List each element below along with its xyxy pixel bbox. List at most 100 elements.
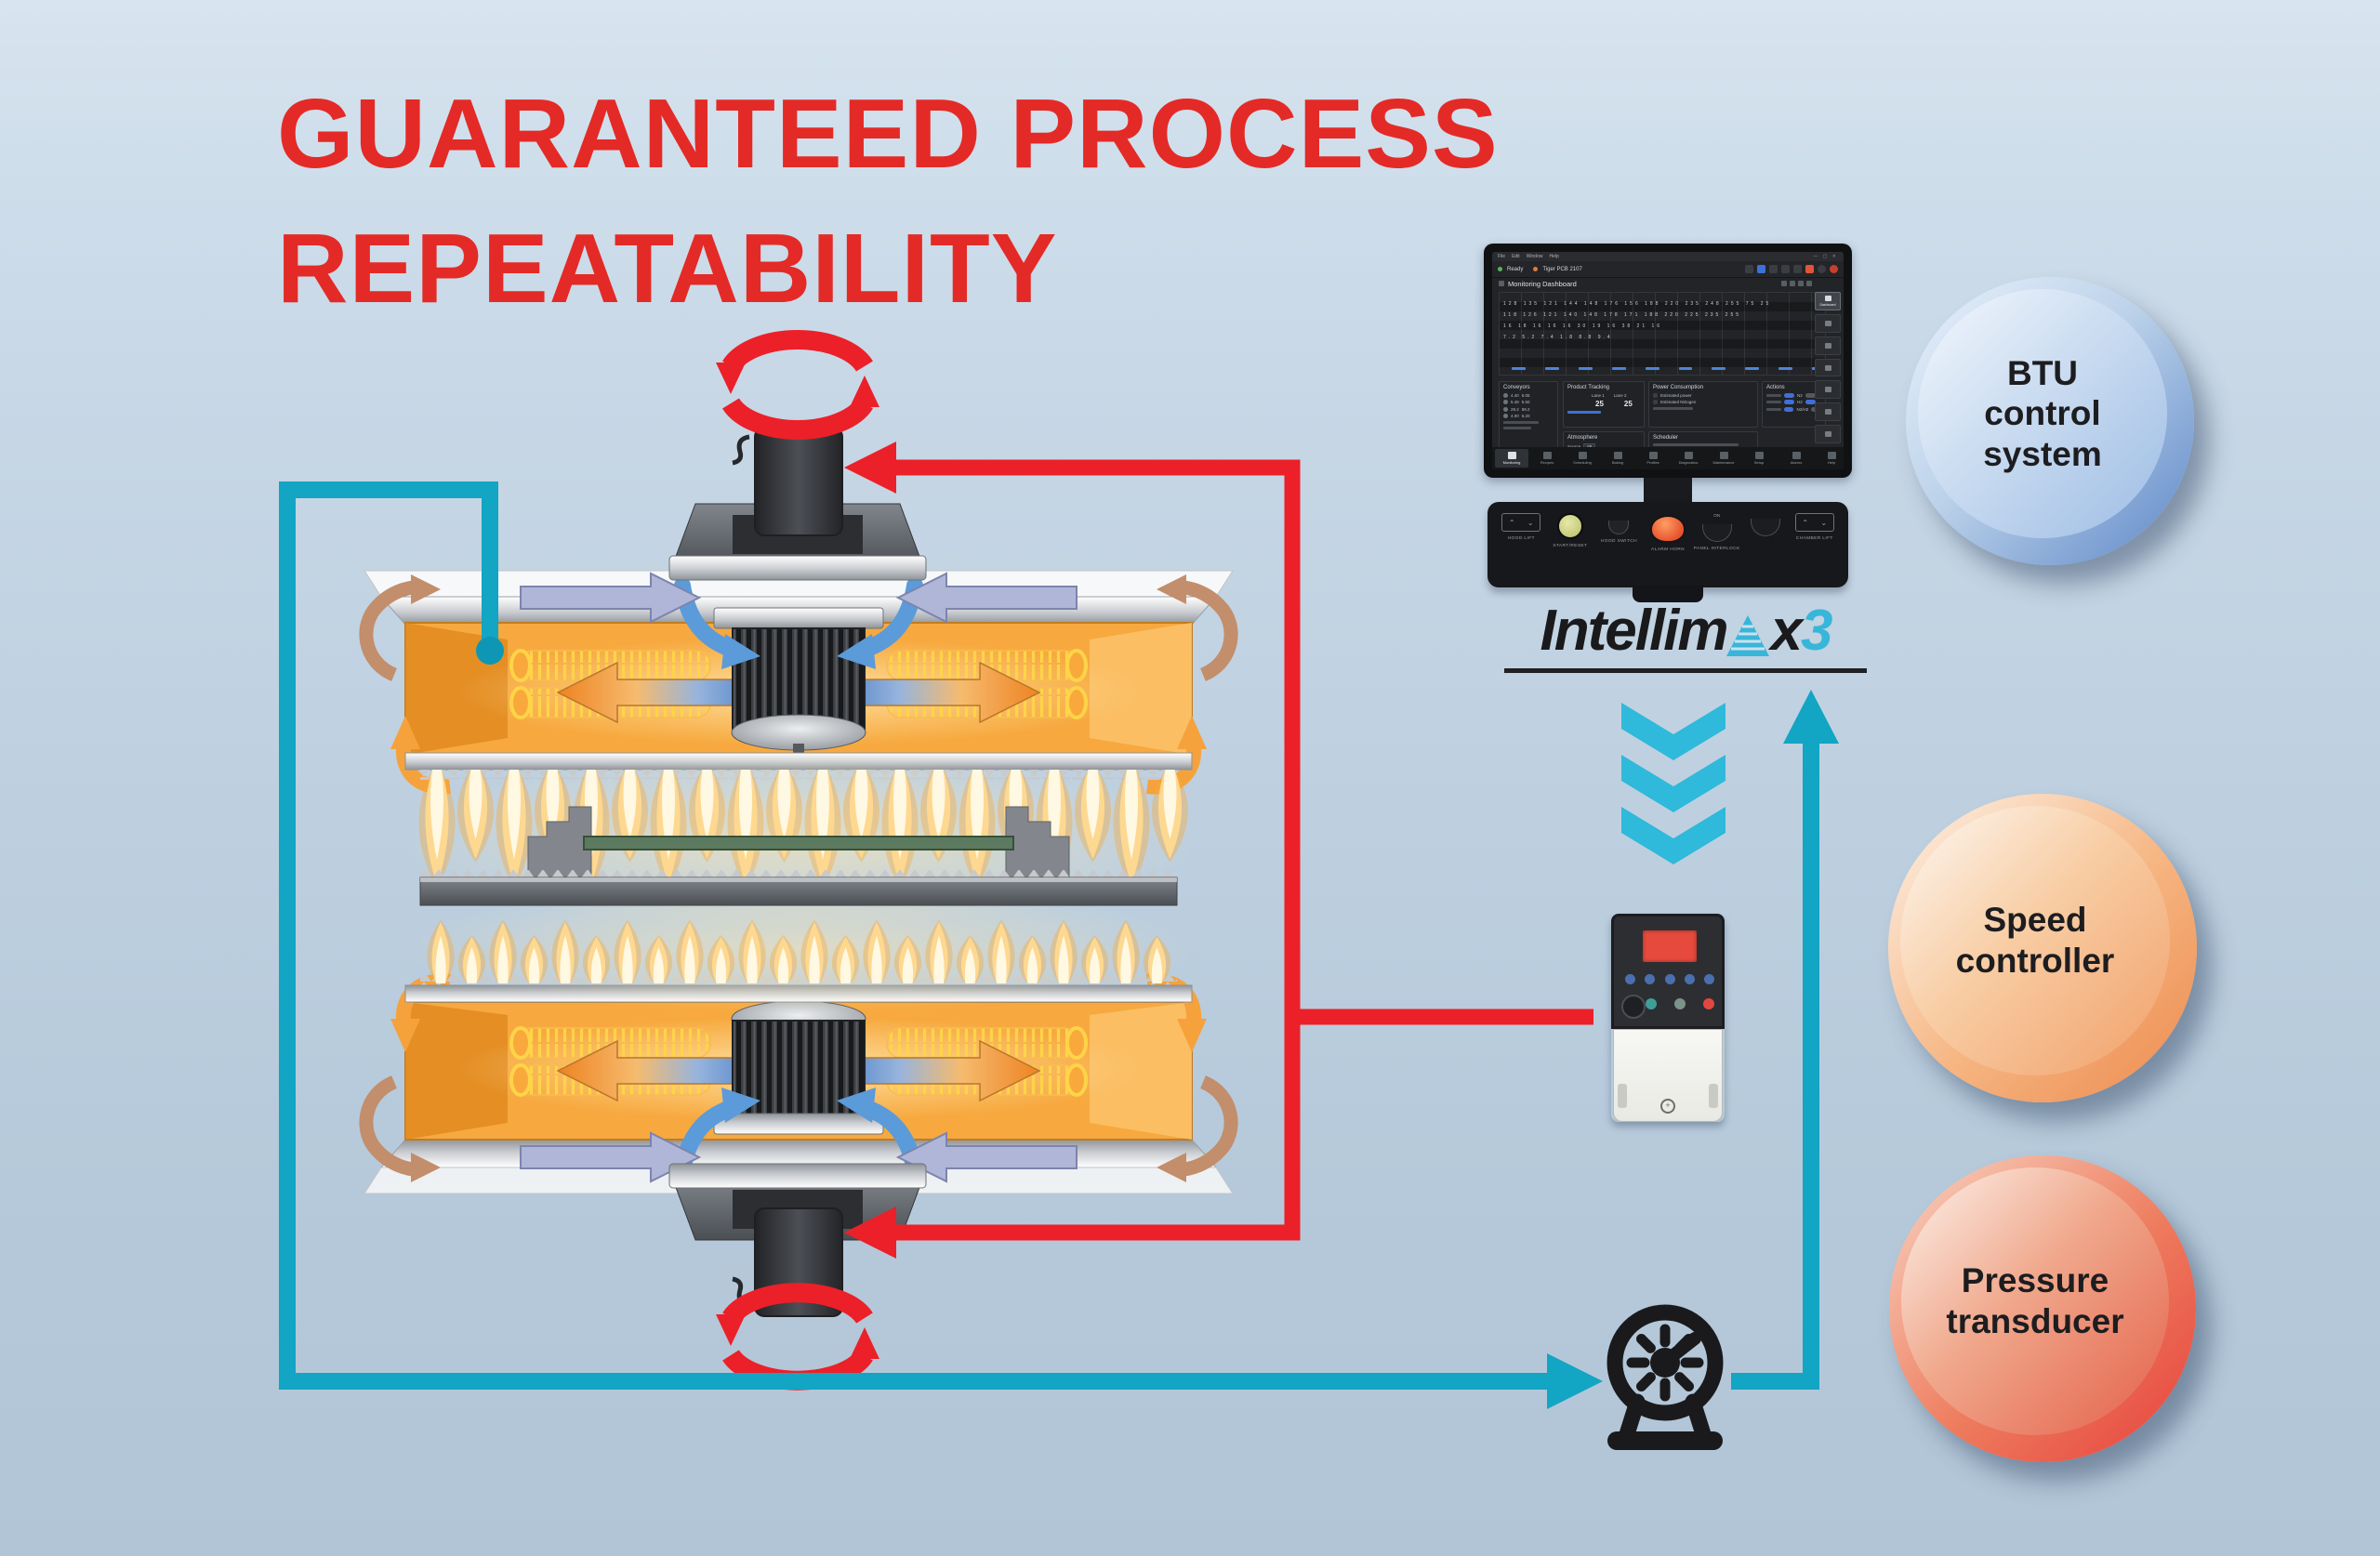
conveyor-with-pcb <box>419 806 1178 906</box>
motor-drive-line <box>844 442 1593 1259</box>
dashboard-title: Monitoring Dashboard <box>1508 279 1577 288</box>
tab-alarms: Alarms <box>1779 449 1813 468</box>
alarm-horn-button: ALARM HORN <box>1644 513 1693 573</box>
vfd-status-leds <box>1646 998 1714 1009</box>
tab-monitoring: Monitoring <box>1495 449 1528 468</box>
logo-text: Intellim <box>1540 599 1729 663</box>
intellimax-logo: Intellim x 3 <box>1504 602 1867 673</box>
badge-label: Pressure <box>1961 1261 2109 1300</box>
sidebar-item <box>1815 358 1841 377</box>
panel-title: Atmosphere <box>1567 435 1598 441</box>
illuminated-button-icon <box>1556 513 1583 539</box>
logo-text-x: x <box>1770 599 1804 663</box>
dashboard-title-row: Monitoring Dashboard <box>1492 277 1818 290</box>
monitor-base <box>1633 586 1703 602</box>
panel-title: Actions <box>1766 385 1785 390</box>
search-icon <box>1818 265 1826 273</box>
tab-diagnostics: Diagnostics <box>1672 449 1705 468</box>
speed-controller-device: + <box>1611 914 1725 1122</box>
vfd-knob-icon <box>1621 995 1646 1019</box>
dashboard-icon <box>1499 281 1504 286</box>
hood-switch-knob: HOOD SWITCH <box>1594 513 1644 573</box>
mushroom-button-icon <box>1650 515 1686 543</box>
motor-rotation-arrow-top <box>716 329 879 441</box>
toolbar-icons <box>1745 265 1838 273</box>
menu-bar: File Edit Window Help — ▢ ✕ <box>1492 252 1844 261</box>
tab-help: Help <box>1815 449 1844 468</box>
side-exhaust-arrows <box>390 716 1207 1052</box>
page-title: GUARANTEED PROCESS REPEATABILITY <box>277 67 1499 336</box>
profile-bars <box>1499 362 1827 375</box>
logo-text-3: 3 <box>1801 599 1833 663</box>
tool-icon <box>1769 265 1778 273</box>
badge-label: control <box>1984 394 2101 433</box>
gear-icon <box>1781 281 1787 286</box>
module-tabbar: Monitoring Recipes Scheduling Baking Pro… <box>1492 447 1844 469</box>
tool-icon <box>1781 265 1790 273</box>
tool-icon <box>1745 265 1753 273</box>
pressure-feedback-line <box>279 481 1603 1409</box>
reflow-oven-illustration <box>359 329 1238 1391</box>
pressure-probe-point <box>476 637 504 665</box>
transducer-signal-line <box>1731 690 1839 1390</box>
table-row: 118 126 121 140 148 178 171 188 220 225 … <box>1503 312 1742 318</box>
operator-control-deck: ⌃⌄ HOOD LIFT START/RESET HOOD SWITCH ALA… <box>1488 502 1848 587</box>
logo-triangle-icon <box>1726 615 1769 656</box>
bottom-blower-fan <box>713 1000 884 1135</box>
pcb-board <box>583 836 1014 851</box>
monitor-screen: File Edit Window Help — ▢ ✕ Ready Tiger … <box>1484 244 1852 478</box>
panel-interlock-knob: ON PANEL INTERLOCK <box>1693 513 1740 551</box>
app-toolbar: Ready Tiger PCB 2107 <box>1492 261 1844 278</box>
badge-label: system <box>1983 434 2102 473</box>
table-row: 128 135 121 144 148 176 156 188 220 235 … <box>1503 301 1772 307</box>
hood-lift-switch: ⌃⌄ HOOD LIFT <box>1497 513 1546 573</box>
status-label: Ready <box>1507 266 1524 272</box>
alarm-icon <box>1805 265 1814 273</box>
burner-flames-lower <box>427 919 1171 983</box>
hot-air-flow-arrows <box>556 661 1041 1102</box>
menu-window: Window <box>1526 254 1543 259</box>
recipe-name: Tiger PCB 2107 <box>1542 266 1582 272</box>
table-row: 7.2 5.2 7.4 1.8 8.8 9.4 <box>1503 335 1613 340</box>
logo-underline <box>1504 668 1867 673</box>
panel-title: Product Tracking <box>1567 385 1610 390</box>
badge-label: Speed <box>1983 901 2087 940</box>
panel-product-tracking: Product Tracking Lane 1 Lane 2 25 25 <box>1563 381 1645 428</box>
dashboard-actions <box>1781 281 1812 286</box>
spare-knob <box>1741 513 1791 573</box>
sidebar-item <box>1815 313 1841 333</box>
vfd-panel <box>1611 914 1725 1029</box>
sidebar-item <box>1815 380 1841 400</box>
mounting-tab <box>1618 1084 1627 1108</box>
menu-edit: Edit <box>1512 254 1520 259</box>
top-blower-fan <box>713 607 884 758</box>
corner-return-arrows <box>359 574 1238 1182</box>
rocker-switch-icon: ⌃⌄ <box>1501 513 1541 532</box>
vfd-body: + <box>1613 1029 1723 1122</box>
panel-title: Scheduler <box>1653 435 1679 441</box>
save-icon <box>1798 281 1804 286</box>
table-row: 16 18 16 16 16 30 19 16 38 21 16 <box>1503 323 1663 329</box>
status-dot <box>1498 267 1502 271</box>
menu-help: Help <box>1549 254 1559 259</box>
start-reset-button: START/RESET <box>1546 513 1595 573</box>
sidebar-item <box>1815 402 1841 422</box>
copy-icon <box>1806 281 1812 286</box>
page-title-line1: GUARANTEED PROCESS <box>277 79 1499 189</box>
panel-title: Power Consumption <box>1653 385 1704 390</box>
tool-icon <box>1793 265 1802 273</box>
panel-title: Conveyors <box>1503 385 1530 390</box>
tab-scheduling: Scheduling <box>1566 449 1599 468</box>
monitor-stand <box>1644 478 1692 504</box>
refresh-icon <box>1790 281 1795 286</box>
vfd-display <box>1643 930 1697 962</box>
tab-profiles: Profiles <box>1636 449 1670 468</box>
speed-controller-badge: Speed controller <box>1888 794 2197 1102</box>
tab-recipes: Recipes <box>1530 449 1564 468</box>
page-title-line2: REPEATABILITY <box>277 214 1058 324</box>
badge-label: transducer <box>1946 1302 2124 1340</box>
menu-file: File <box>1498 254 1506 259</box>
